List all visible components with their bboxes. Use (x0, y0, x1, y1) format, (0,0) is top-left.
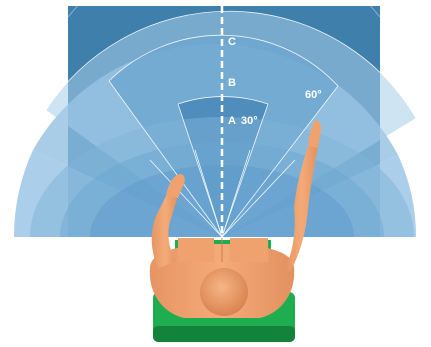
head (200, 268, 248, 316)
zone-b-label: B (228, 77, 236, 89)
left-forearm-rest (178, 238, 214, 262)
angle-60-label: 60° (305, 89, 322, 101)
zone-c-label: C (228, 36, 236, 48)
angle-30-label: 30° (241, 115, 258, 127)
right-forearm-rest (230, 238, 268, 262)
chair-seat-edge (153, 326, 295, 342)
zone-a-label: A (228, 115, 236, 127)
